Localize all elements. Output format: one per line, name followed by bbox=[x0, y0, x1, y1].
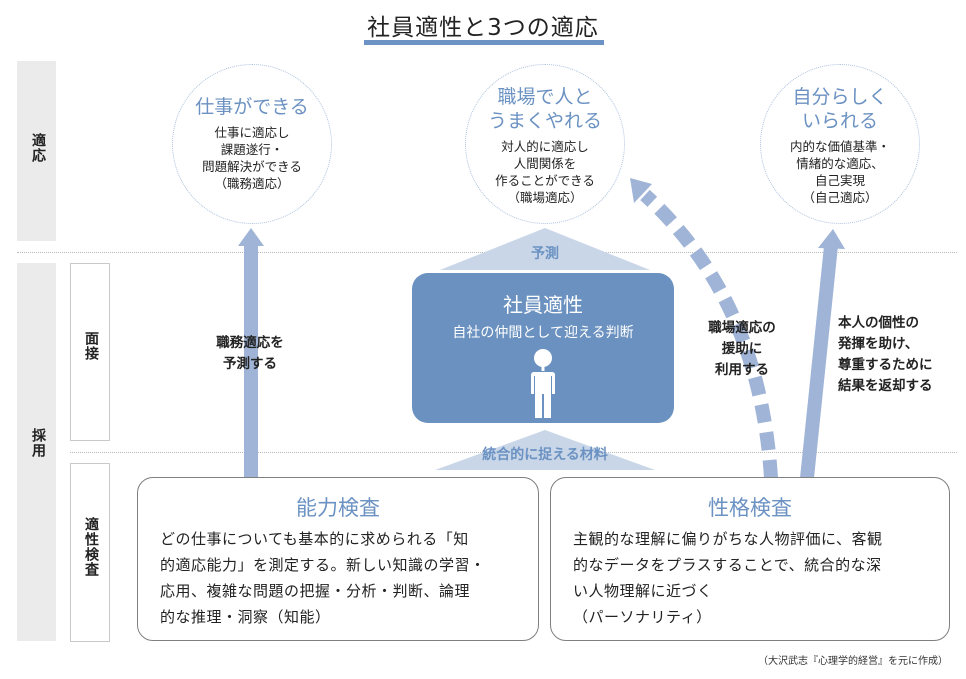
card-body-line: どの仕事についても基本的に求められる「知 bbox=[160, 530, 469, 548]
adaptation-body: 内的な価値基準・ 情緒的な適応、 自己実現 （自己適応） bbox=[761, 138, 919, 206]
predict-label: 予測 bbox=[531, 246, 559, 262]
card-body-line: 主観的な理解に偏りがちな人物評価に、客観 bbox=[573, 530, 883, 548]
arrow-label-line: 職場適応の bbox=[708, 320, 776, 336]
adaptation-body-line: 情緒的な適応、 bbox=[796, 156, 884, 171]
row-interview-box bbox=[70, 263, 110, 441]
card-body-line: （パーソナリティ） bbox=[573, 608, 712, 626]
personality-test-card: 性格検査 主観的な理解に偏りがちな人物評価に、客観 的なデータをプラスすることで… bbox=[550, 477, 950, 641]
left-arrow bbox=[238, 228, 264, 481]
adaptation-circle-workplace: 職場で人と うまくやれる 対人的に適応し 人間関係を 作ることができる （職場適… bbox=[465, 64, 625, 224]
adaptation-body-line: 問題解決ができる bbox=[202, 159, 302, 174]
person-icon bbox=[531, 349, 555, 418]
middle-arrow-label: 職場適応の 援助に 利用する bbox=[692, 318, 792, 381]
adaptation-title-line: 自分らしく bbox=[792, 86, 888, 108]
arrow-label-line: 発揮を助け、 bbox=[838, 336, 919, 352]
card-body-line: 的なデータをプラスすることで、統合的な深 bbox=[573, 556, 882, 574]
integrated-material-label: 統合的に捉える材料 bbox=[482, 447, 608, 463]
middle-dashed-arrow bbox=[630, 178, 778, 479]
band-adaptation-label: 適応 bbox=[30, 133, 46, 163]
card-body-line: 的な推理・洞察（知能） bbox=[160, 608, 331, 626]
right-arrow-label: 本人の個性の 発揮を助け、 尊重するために 結果を返却する bbox=[838, 313, 963, 397]
adaptation-circle-self: 自分らしく いられる 内的な価値基準・ 情緒的な適応、 自己実現 （自己適応） bbox=[760, 64, 920, 224]
row-interview-label: 面接 bbox=[83, 331, 99, 361]
card-body-line: 応用、複雑な問題の把握・分析・判断、論理 bbox=[160, 582, 471, 600]
adaptation-body-line: 仕事に適応し bbox=[214, 125, 290, 140]
employee-aptitude-title: 社員適性 bbox=[503, 293, 583, 317]
band-hiring bbox=[17, 263, 56, 641]
material-triangle bbox=[435, 430, 655, 470]
arrow-label-line: 職務適応を bbox=[216, 335, 284, 351]
personality-test-title: 性格検査 bbox=[708, 496, 792, 520]
row-aptitude-box bbox=[70, 463, 110, 642]
adaptation-circle-job: 仕事ができる 仕事に適応し 課題遂行・ 問題解決ができる （職務適応） bbox=[172, 64, 332, 224]
arrow-label-line: 援助に bbox=[721, 341, 763, 357]
adaptation-title: 職場で人と うまくやれる bbox=[466, 85, 624, 133]
row-aptitude-label: 適性検査 bbox=[83, 517, 99, 577]
adaptation-title: 自分らしく いられる bbox=[761, 85, 919, 133]
band-hiring-label: 採用 bbox=[30, 428, 46, 458]
card-body-line: 的適応能力」を測定する。新しい知識の学習・ bbox=[160, 556, 486, 574]
left-arrow-label: 職務適応を 予測する bbox=[190, 333, 310, 375]
card-body-line: い人物理解に近づく bbox=[573, 582, 713, 600]
adaptation-body: 対人的に適応し 人間関係を 作ることができる （職場適応） bbox=[466, 138, 624, 206]
arrow-label-line: 本人の個性の bbox=[838, 315, 919, 331]
adaptation-title-line: いられる bbox=[801, 110, 878, 132]
arrow-label-line: 結果を返却する bbox=[838, 378, 933, 394]
adaptation-body-line: 自己実現 bbox=[814, 173, 865, 188]
title-underline bbox=[364, 40, 604, 45]
source-note: （大沢武志『心理学的経営』を元に作成） bbox=[758, 656, 948, 667]
right-arrow bbox=[800, 229, 845, 478]
ability-test-title: 能力検査 bbox=[296, 496, 380, 520]
adaptation-body-line: 内的な価値基準・ bbox=[789, 139, 890, 154]
adaptation-body: 仕事に適応し 課題遂行・ 問題解決ができる （職務適応） bbox=[173, 124, 331, 192]
arrow-label-line: 予測する bbox=[223, 356, 277, 372]
ability-test-card: 能力検査 どの仕事についても基本的に求められる「知 的適応能力」を測定する。新し… bbox=[137, 477, 539, 641]
arrow-label-line: 利用する bbox=[715, 362, 769, 378]
adaptation-body-line: （職務適応） bbox=[214, 176, 290, 191]
personality-test-body: 主観的な理解に偏りがちな人物評価に、客観 的なデータをプラスすることで、統合的な… bbox=[551, 526, 949, 630]
diagram-title: 社員適性と3つの適応 bbox=[367, 15, 599, 41]
arrow-label-line: 尊重するために bbox=[838, 357, 933, 373]
band-adaptation bbox=[17, 61, 56, 241]
employee-aptitude-box: 社員適性 自社の仲間として迎える判断 bbox=[412, 273, 674, 423]
adaptation-body-line: 対人的に適応し bbox=[501, 139, 589, 154]
adaptation-title-line: うまくやれる bbox=[487, 110, 602, 132]
employee-aptitude-subtitle: 自社の仲間として迎える判断 bbox=[452, 325, 634, 341]
adaptation-body-line: 人間関係を bbox=[513, 156, 577, 171]
adaptation-title-line: 職場で人と bbox=[497, 86, 593, 108]
adaptation-body-line: 課題遂行・ bbox=[220, 142, 284, 157]
adaptation-body-line: 作ることができる bbox=[495, 173, 595, 188]
adaptation-body-line: （自己適応） bbox=[802, 190, 878, 205]
adaptation-body-line: （職場適応） bbox=[507, 190, 583, 205]
adaptation-title: 仕事ができる bbox=[195, 96, 309, 118]
ability-test-body: どの仕事についても基本的に求められる「知 的適応能力」を測定する。新しい知識の学… bbox=[138, 526, 538, 630]
predict-triangle bbox=[440, 228, 650, 270]
